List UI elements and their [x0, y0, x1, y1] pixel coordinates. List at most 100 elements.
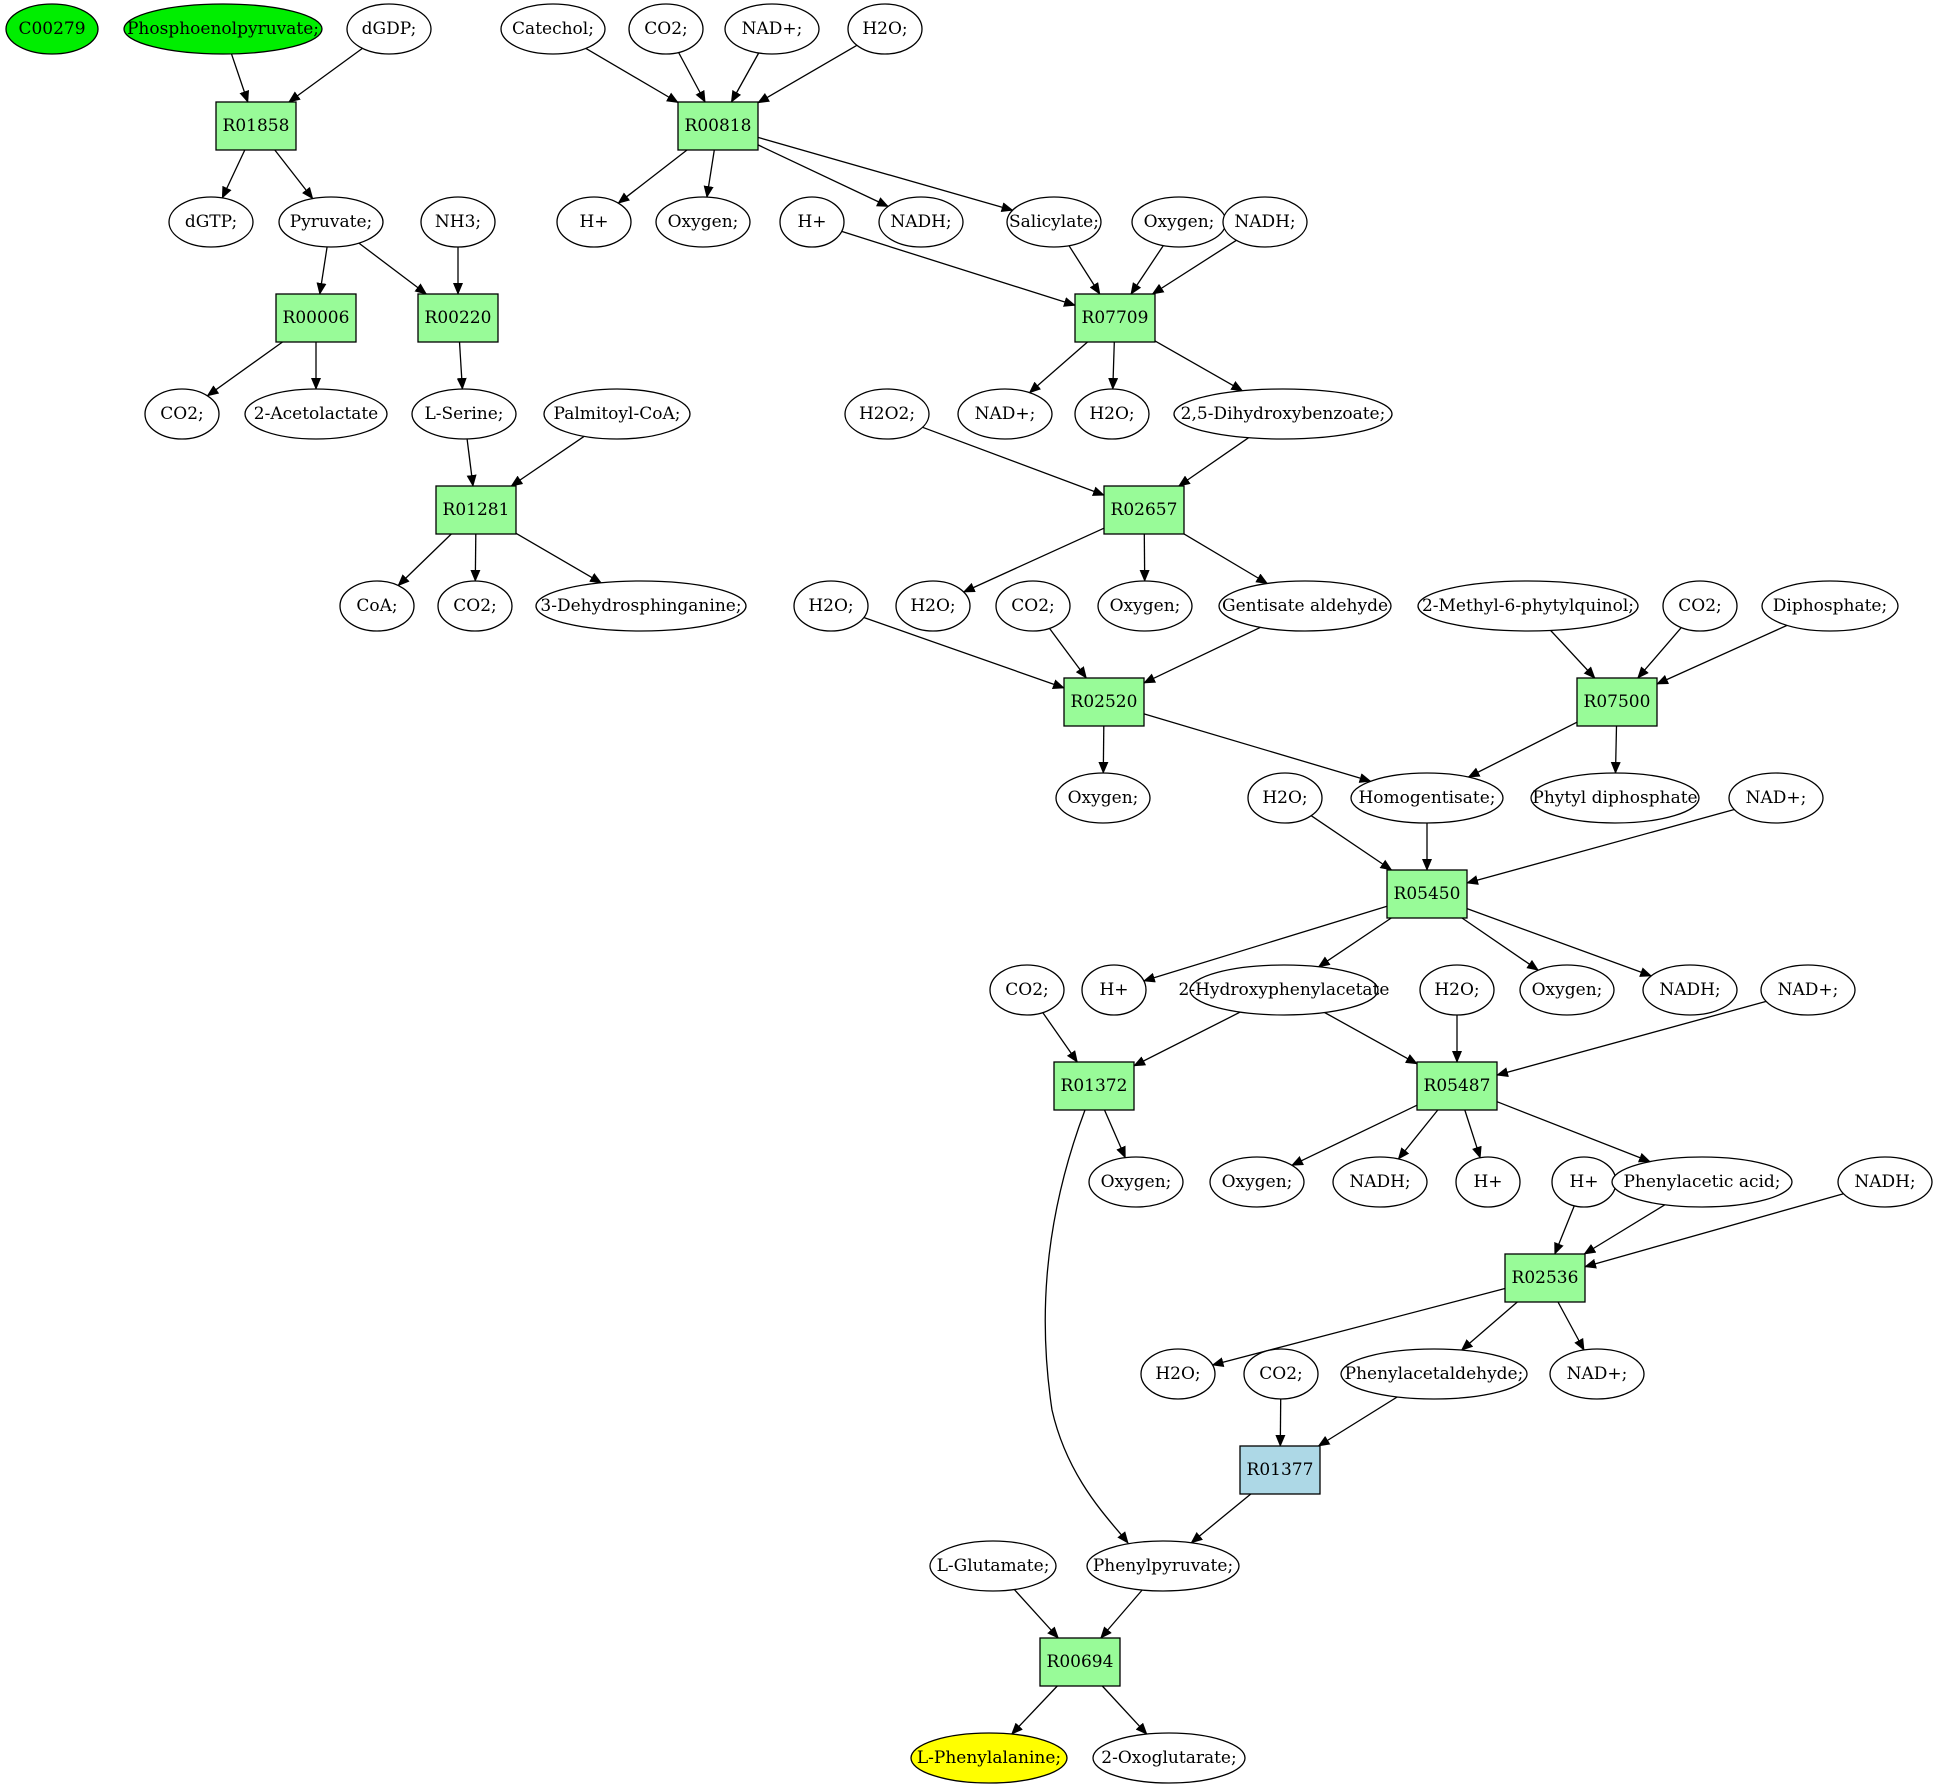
compound-node[interactable]: 2-Acetolactate [245, 389, 387, 439]
compound-label: H+ [797, 212, 826, 232]
compound-node[interactable]: L-Phenylalanine; [911, 1733, 1067, 1783]
compound-node[interactable]: Phenylacetaldehyde; [1341, 1349, 1527, 1399]
compound-node[interactable]: NADH; [1223, 197, 1307, 247]
reaction-node[interactable]: R07500 [1577, 678, 1657, 726]
compound-node[interactable]: H+ [1082, 965, 1146, 1015]
compound-node[interactable]: CO2; [1663, 581, 1737, 631]
reaction-node[interactable]: R02536 [1505, 1254, 1585, 1302]
compound-node[interactable]: H+ [1552, 1157, 1616, 1207]
compound-label: NAD+; [1746, 788, 1807, 808]
compound-node[interactable]: Phenylpyruvate; [1087, 1541, 1239, 1591]
compound-node[interactable]: Palmitoyl-CoA; [544, 389, 690, 439]
compound-label: NAD+; [975, 404, 1036, 424]
compound-node[interactable]: NAD+; [725, 4, 819, 54]
reaction-node[interactable]: R02657 [1104, 486, 1184, 534]
compound-node[interactable]: CO2; [996, 581, 1070, 631]
compound-node[interactable]: NAD+; [1550, 1349, 1644, 1399]
reaction-node[interactable]: R05450 [1387, 870, 1467, 918]
compound-node[interactable]: H2O; [1141, 1349, 1215, 1399]
reaction-node[interactable]: R00220 [418, 294, 498, 342]
reaction-node[interactable]: R00006 [276, 294, 356, 342]
compound-node[interactable]: C00279 [6, 4, 98, 54]
compound-node[interactable]: 3-Dehydrosphinganine; [536, 581, 746, 631]
compound-node[interactable]: CO2; [990, 965, 1064, 1015]
compound-node[interactable]: dGTP; [169, 197, 253, 247]
reaction-node[interactable]: R00818 [678, 102, 758, 150]
reaction-node[interactable]: R01858 [216, 102, 296, 150]
reaction-node[interactable]: R02520 [1064, 678, 1144, 726]
edge-c2-r1 [232, 54, 248, 102]
compound-label: Gentisate aldehyde [1222, 596, 1388, 616]
edge-c44-r11 [1134, 1012, 1240, 1066]
compound-label: H2O; [1434, 980, 1479, 1000]
compound-label: NH3; [435, 212, 481, 232]
reaction-node[interactable]: R00694 [1040, 1638, 1120, 1686]
compound-node[interactable]: NADH; [879, 197, 963, 247]
compound-label: CO2; [1259, 1364, 1303, 1384]
compound-node[interactable]: L-Glutamate; [930, 1541, 1056, 1591]
compound-node[interactable]: Oxygen; [1210, 1157, 1304, 1207]
compound-label: Salicylate; [1009, 212, 1099, 232]
compound-label: NAD+; [1778, 980, 1839, 1000]
edge-r2-c12 [707, 150, 714, 197]
compound-node[interactable]: H2O; [896, 581, 970, 631]
compound-node[interactable]: NAD+; [958, 389, 1052, 439]
compound-node[interactable]: H2O; [1075, 389, 1149, 439]
compound-node[interactable]: CO2; [145, 389, 219, 439]
compound-node[interactable]: Homogentisate; [1351, 773, 1503, 823]
compound-label: Homogentisate; [1358, 788, 1495, 808]
edge-r2-c11 [618, 150, 687, 203]
compound-node[interactable]: H2O; [848, 4, 922, 54]
compound-node[interactable]: L-Serine; [412, 389, 516, 439]
compound-node[interactable]: 2-Methyl-6-phytylquinol; [1418, 581, 1638, 631]
compound-node[interactable]: Oxygen; [1089, 1157, 1183, 1207]
compound-node[interactable]: 2-Oxoglutarate; [1093, 1733, 1245, 1783]
compound-node[interactable]: CO2; [438, 581, 512, 631]
reaction-node[interactable]: R07709 [1075, 294, 1155, 342]
compound-node[interactable]: H2O; [1420, 965, 1494, 1015]
reaction-node[interactable]: R05487 [1417, 1062, 1497, 1110]
compound-node[interactable]: 2-Hydroxyphenylacetate [1179, 965, 1390, 1015]
edge-r12-c50 [1292, 1105, 1417, 1165]
compound-node[interactable]: Oxygen; [1132, 197, 1226, 247]
compound-node[interactable]: Oxygen; [1098, 581, 1192, 631]
compound-node[interactable]: Oxygen; [656, 197, 750, 247]
compound-label: Pyruvate; [290, 212, 372, 232]
reaction-node[interactable]: R01281 [436, 486, 516, 534]
compound-node[interactable]: Oxygen; [1056, 773, 1150, 823]
compound-node[interactable]: Pyruvate; [279, 197, 383, 247]
compound-node[interactable]: H+ [1456, 1157, 1520, 1207]
compound-node[interactable]: H2O; [1248, 773, 1322, 823]
compound-node[interactable]: Phytyl diphosphate [1531, 773, 1699, 823]
compound-node[interactable]: CoA; [340, 581, 414, 631]
compound-node[interactable]: Gentisate aldehyde [1219, 581, 1391, 631]
compound-node[interactable]: NAD+; [1729, 773, 1823, 823]
reaction-node[interactable]: R01372 [1054, 1062, 1134, 1110]
compound-node[interactable]: NADH; [1333, 1157, 1427, 1207]
compound-node[interactable]: H+ [780, 197, 844, 247]
compound-node[interactable]: dGDP; [347, 4, 431, 54]
compound-label: Oxygen; [668, 212, 739, 232]
compound-label: 3-Dehydrosphinganine; [540, 596, 741, 616]
compound-node[interactable]: H+ [557, 197, 631, 247]
reaction-node[interactable]: R01377 [1240, 1446, 1320, 1494]
compound-node[interactable]: Diphosphate; [1762, 581, 1898, 631]
compound-node[interactable]: Salicylate; [1007, 197, 1101, 247]
compound-label: H+ [579, 212, 608, 232]
compound-node[interactable]: NADH; [1643, 965, 1737, 1015]
compound-node[interactable]: Phosphoenolpyruvate; [124, 4, 322, 54]
edge-r4-c20 [460, 342, 463, 389]
compound-node[interactable]: NAD+; [1761, 965, 1855, 1015]
compound-node[interactable]: Oxygen; [1520, 965, 1614, 1015]
compound-node[interactable]: NADH; [1838, 1157, 1932, 1207]
compound-node[interactable]: H2O2; [845, 389, 929, 439]
compound-node[interactable]: H2O; [794, 581, 868, 631]
compound-node[interactable]: Catechol; [501, 4, 605, 54]
reaction-label: R07709 [1082, 308, 1149, 328]
compound-node[interactable]: NH3; [421, 197, 495, 247]
compound-node[interactable]: 2,5-Dihydroxybenzoate; [1174, 389, 1392, 439]
compound-node[interactable]: CO2; [629, 4, 703, 54]
edge-c20-r6 [467, 439, 473, 486]
compound-node[interactable]: CO2; [1244, 1349, 1318, 1399]
compound-node[interactable]: Phenylacetic acid; [1612, 1157, 1792, 1207]
